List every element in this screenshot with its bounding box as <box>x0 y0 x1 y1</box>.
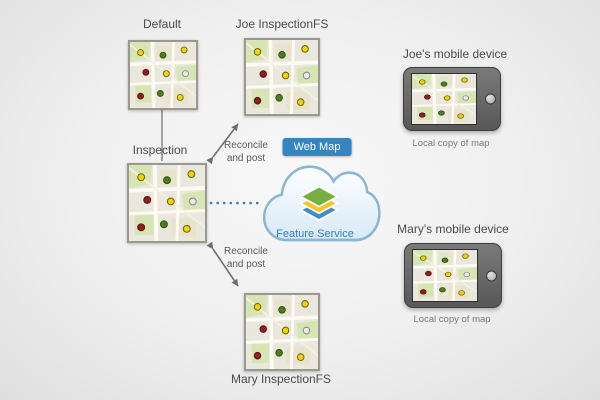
cloud-icon <box>262 165 381 242</box>
map-thumbnail-icon <box>413 250 477 301</box>
joe-device-map <box>411 73 477 125</box>
joe-local-copy-caption: Local copy of map <box>412 138 490 149</box>
web-map-badge: Web Map <box>282 138 352 156</box>
map-thumbnail-icon <box>246 40 318 114</box>
joe-device-home-button <box>485 93 496 105</box>
joe-inspectionfs-map <box>244 38 320 116</box>
mary-local-copy-caption: Local copy of map <box>413 314 491 325</box>
reconcile-post-label-top: Reconcile and post <box>224 140 268 164</box>
joe-tablet-device <box>403 67 501 131</box>
mary-tablet-device <box>404 243 502 308</box>
map-thumbnail-icon <box>246 295 318 369</box>
mary-inspectionfs-map <box>244 293 320 371</box>
mary-device-map <box>412 249 478 302</box>
map-thumbnail-icon <box>130 42 196 108</box>
map-layers-icon <box>299 185 339 221</box>
default-version-map <box>128 40 198 110</box>
inspection-label: Inspection <box>132 143 188 157</box>
mary-device-home-button <box>486 270 497 281</box>
inspection-map <box>127 163 207 243</box>
feature-service-label: Feature Service <box>276 228 354 240</box>
mary-device-label: Mary's mobile device <box>397 222 509 236</box>
default-version-label: Default <box>142 17 182 31</box>
reconcile-post-label-bottom: Reconcile and post <box>224 246 268 270</box>
feature-service-cloud <box>255 152 383 252</box>
mary-inspectionfs-label: Mary InspectionFS <box>230 372 332 386</box>
map-thumbnail-icon <box>412 74 476 124</box>
map-thumbnail-icon <box>129 165 205 241</box>
joe-device-label: Joe's mobile device <box>402 47 508 61</box>
joe-inspectionfs-label: Joe InspectionFS <box>235 17 329 31</box>
